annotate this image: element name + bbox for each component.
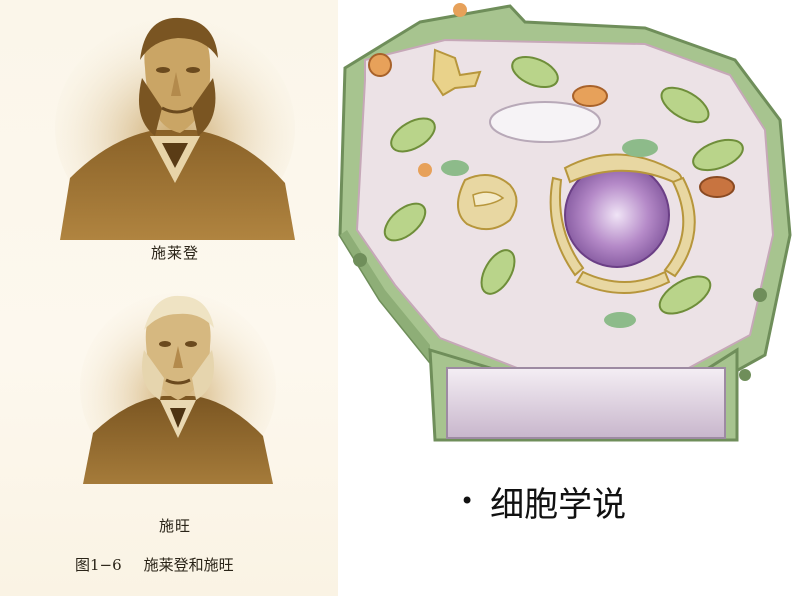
portrait-schwann: [78, 288, 278, 484]
chloroplast-5: [660, 86, 710, 124]
peroxisome-1: [441, 160, 469, 176]
bullet-item-cell-theory: • 细胞学说: [460, 478, 627, 525]
chloroplast-4: [480, 249, 516, 295]
vacuole-blob: [489, 101, 601, 143]
vesicle-2: [418, 163, 432, 177]
figure-number: 图1−6: [75, 556, 122, 574]
chloroplast-7: [658, 275, 712, 315]
figure-caption-text: 施莱登和施旺: [143, 556, 234, 574]
central-vacuole: [446, 367, 726, 439]
bullet-dot: •: [460, 487, 475, 515]
figure-caption: 图1−6 施莱登和施旺: [75, 554, 325, 575]
portrait-schleiden: [50, 8, 300, 240]
chloroplast-1: [511, 55, 559, 89]
chloroplast-2: [390, 117, 436, 153]
plant-cell-diagram: [325, 0, 794, 455]
vesicle-1: [368, 53, 392, 77]
chloroplast-3: [383, 202, 427, 242]
textbook-page: 施莱登: [0, 0, 338, 596]
portrait-caption-schleiden: 施莱登: [150, 244, 199, 262]
mitochondrion-1: [572, 85, 608, 107]
portrait-caption-schwann: 施旺: [158, 517, 191, 535]
chloroplast-6: [692, 138, 744, 172]
peroxisome-2: [622, 139, 658, 157]
vesicle-3: [453, 3, 467, 17]
peroxisome-3: [604, 312, 636, 328]
bullet-text: 细胞学说: [490, 484, 627, 525]
er-branch: [431, 48, 482, 97]
mitochondrion-2: [699, 176, 735, 198]
